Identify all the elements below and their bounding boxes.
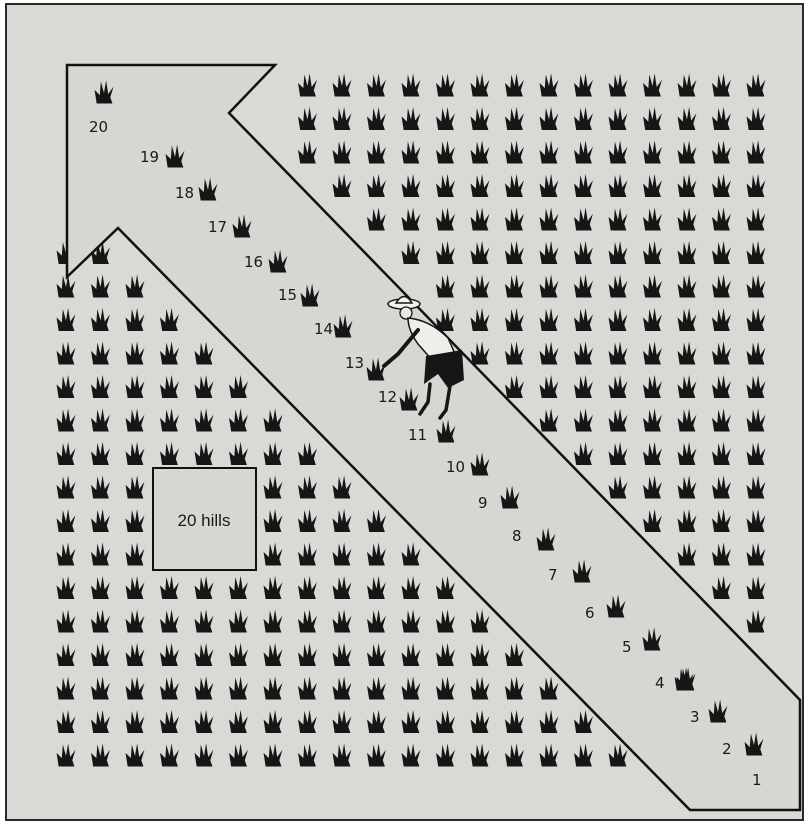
sample-box-label: 20 hills: [178, 511, 231, 530]
sample-hill-number: 14: [314, 320, 333, 338]
sample-hill-number: 12: [378, 388, 397, 406]
sample-hill-number: 16: [244, 253, 263, 271]
sample-hill-number: 3: [690, 708, 700, 726]
sample-hill-number: 6: [585, 604, 595, 622]
sample-hill-number: 18: [175, 184, 194, 202]
sample-hill-number: 9: [478, 494, 488, 512]
sample-hill-number: 19: [140, 148, 159, 166]
sample-hill-number: 4: [655, 674, 665, 692]
sample-hill-number: 20: [89, 118, 108, 136]
sample-hill-number: 2: [722, 740, 732, 758]
sample-hill-number: 10: [446, 458, 465, 476]
sample-hill-number: 13: [345, 354, 364, 372]
sample-hill-number: 5: [622, 638, 632, 656]
sample-hill-number: 11: [408, 426, 427, 444]
sample-hill-number: 1: [752, 771, 762, 789]
sample-hill-number: 7: [548, 566, 558, 584]
sample-hill-number: 8: [512, 527, 522, 545]
sample-hill-number: 15: [278, 286, 297, 304]
sample-hill-number: 17: [208, 218, 227, 236]
